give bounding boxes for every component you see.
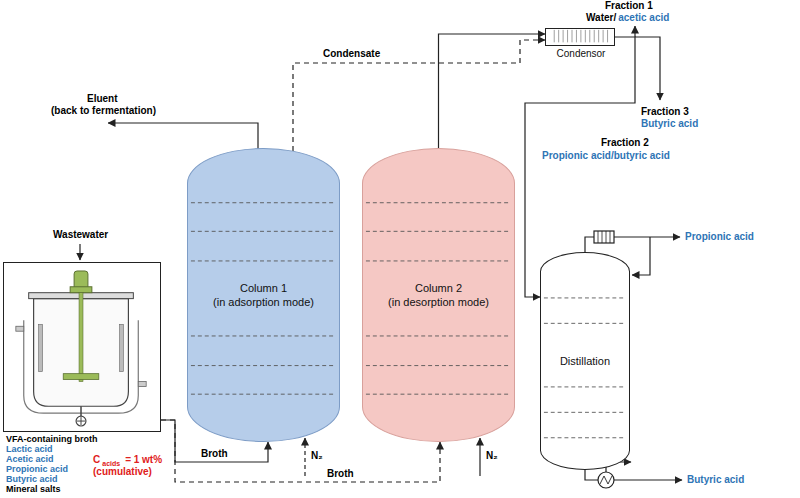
broth-component: Lactic acid xyxy=(6,444,98,454)
process-label: Fraction 1 xyxy=(604,0,654,12)
process-label: Wastewater xyxy=(52,229,109,241)
condenser-caption: Condensor xyxy=(526,48,636,60)
distillation-column: Distillation xyxy=(540,252,630,470)
process-label: Fraction 2 xyxy=(600,137,650,149)
flow-label: Broth xyxy=(326,468,355,480)
process-label: = 1 wt% xyxy=(124,454,163,466)
eluent-line xyxy=(108,123,258,149)
nitrogen-arrow xyxy=(479,438,480,476)
flow-connector xyxy=(293,40,545,151)
process-label: (cumulative) xyxy=(92,466,153,478)
fraction3-arrow xyxy=(635,37,660,100)
fraction1-arrow xyxy=(634,26,635,37)
process-label: N₂ xyxy=(310,450,324,462)
flow-connector xyxy=(439,34,546,148)
fermenter-box: VFA-containing brothLactic acidAcetic ac… xyxy=(3,262,161,432)
column-label: Column 2(in desorption mode) xyxy=(363,149,514,441)
condenser-tubes xyxy=(598,231,610,243)
flow-label: Condensate xyxy=(322,48,381,60)
process-label: Butyric acid xyxy=(640,118,699,130)
broth-component: Butyric acid xyxy=(6,474,98,484)
adsorption-column: Column 1(in adsorption mode) xyxy=(187,148,340,442)
process-label: Butyric acid xyxy=(686,474,745,486)
process-label: (back to fermentation) xyxy=(50,105,157,117)
wastewater-arrow xyxy=(79,244,80,260)
bottoms-arrow xyxy=(614,479,682,480)
reboiler-coil xyxy=(600,476,612,484)
broth-component: Propionic acid xyxy=(6,464,98,474)
column-label: Distillation xyxy=(541,253,629,469)
equipment-name: Distillation xyxy=(560,354,610,368)
broth-component: Acetic acid xyxy=(6,454,98,464)
node-illustration xyxy=(363,149,514,441)
desorption-column: Column 2(in desorption mode) xyxy=(362,148,515,442)
condenser-box: Condensor xyxy=(545,28,615,46)
reflux-line xyxy=(632,237,650,275)
equipment-name: Condensor xyxy=(526,48,636,60)
column-label: Column 1(in adsorption mode) xyxy=(188,149,339,441)
node-illustration xyxy=(4,263,160,431)
node-illustration xyxy=(546,29,614,45)
process-label: Propionic acid xyxy=(684,231,755,243)
equipment-name: (in desorption mode) xyxy=(388,295,489,309)
process-label: Water/ xyxy=(585,12,617,24)
nitrogen-arrow xyxy=(304,438,305,476)
equipment-name: (in adsorption mode) xyxy=(213,295,314,309)
equipment-name: Column 1 xyxy=(240,281,287,295)
bottoms-line xyxy=(585,470,598,480)
equipment-name: Column 2 xyxy=(415,281,462,295)
broth-heading: VFA-containing broth xyxy=(6,434,98,444)
flow-label: Broth xyxy=(200,448,229,460)
process-label: Propionic acid/butyric acid xyxy=(541,150,671,162)
overhead-line xyxy=(585,237,594,252)
process-label: N₂ xyxy=(485,450,499,462)
broth-component: Mineral salts xyxy=(6,484,98,494)
process-label: C xyxy=(92,454,101,466)
reboiler xyxy=(598,472,614,488)
process-label: Eluent xyxy=(86,93,119,105)
process-label: Fraction 3 xyxy=(640,106,690,118)
distillate-arrow xyxy=(614,236,680,237)
composition-list: VFA-containing brothLactic acidAcetic ac… xyxy=(6,434,98,494)
process-label: acetic acid xyxy=(617,12,670,24)
reflux-condenser xyxy=(594,231,614,243)
node-illustration xyxy=(188,149,339,441)
